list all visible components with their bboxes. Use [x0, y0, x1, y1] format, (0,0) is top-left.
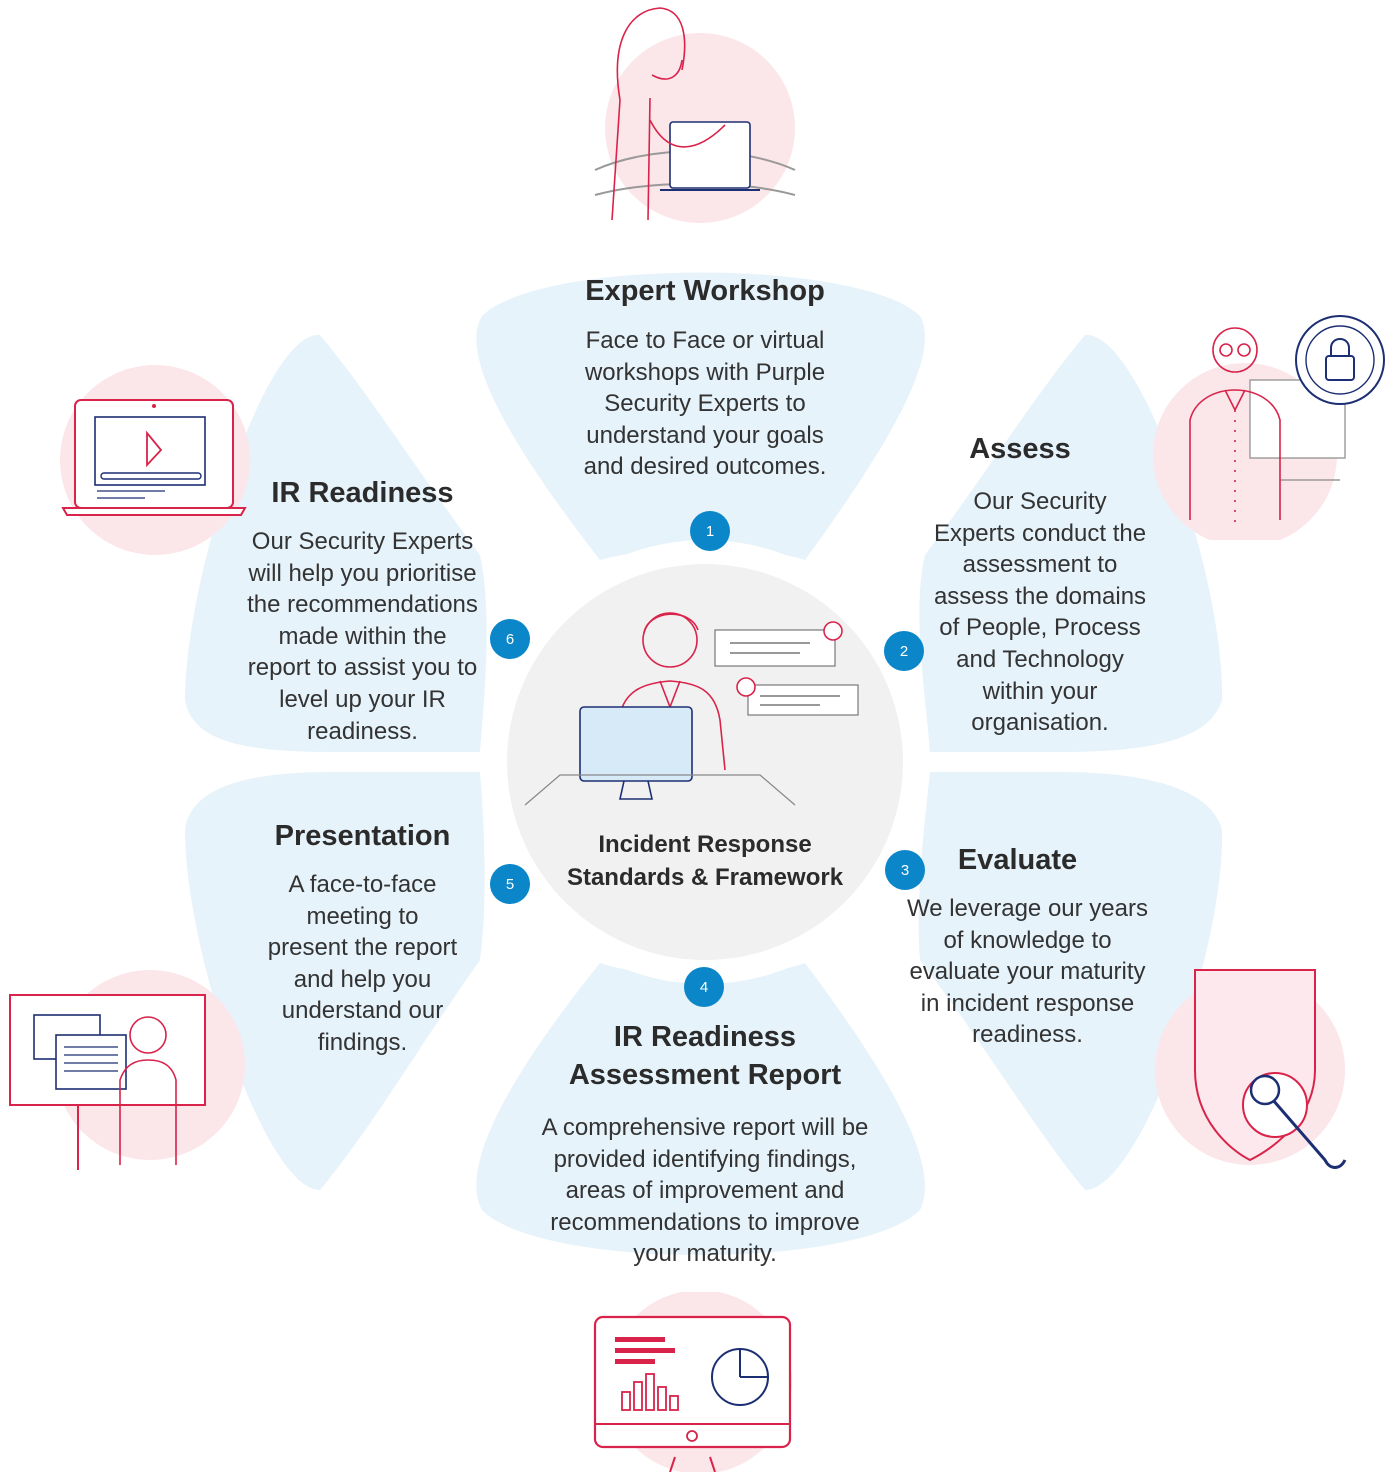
- step-5-title: Presentation: [274, 820, 451, 852]
- step-6-body-line: level up your IR: [279, 685, 446, 713]
- step-6-body-line: the recommendations: [247, 591, 478, 619]
- step-3-text: Evaluate We leverage our years of knowle…: [885, 841, 1170, 1051]
- step-5-body-line: A face-to-face: [288, 871, 437, 898]
- monitor-dashboard-icon: [593, 1292, 792, 1472]
- step-4-title: IR Readiness Assessment Report: [505, 1018, 905, 1094]
- step-2-body-line: and Technology: [956, 645, 1124, 673]
- petal-4-shape: [476, 963, 925, 1255]
- petal-2-shape: [919, 334, 1223, 752]
- step-1-badge: 1: [690, 511, 730, 551]
- step-1-text: Expert Workshop Face to Face or virtual …: [545, 272, 865, 483]
- step-1-body-line: understand your goals: [586, 421, 824, 449]
- laptop-video-icon: [60, 365, 250, 555]
- step-2-body-line: Our Security: [973, 488, 1107, 515]
- step-4-body-line: your maturity.: [633, 1240, 777, 1268]
- step-3-body-line: in incident response: [920, 989, 1135, 1017]
- man-with-padlock-icon: [1153, 315, 1385, 540]
- step-4-body-line: A comprehensive report will be: [541, 1114, 869, 1141]
- step-3-body-line: of knowledge to: [943, 926, 1112, 954]
- step-2-text: Assess Our Security Experts conduct the …: [905, 430, 1175, 739]
- step-1-title: Expert Workshop: [585, 275, 825, 307]
- petal-6-shape: [185, 334, 487, 752]
- step-6-body-line: readiness.: [307, 717, 418, 745]
- step-4-title-line: IR Readiness: [613, 1021, 797, 1053]
- step-2-body-line: assessment to: [962, 551, 1118, 579]
- step-4-body-line: provided identifying findings,: [553, 1145, 857, 1173]
- step-1-body-line: Face to Face or virtual: [585, 327, 825, 354]
- step-6-body: Our Security Experts will help you prior…: [220, 526, 505, 747]
- step-5-body-line: meeting to: [306, 902, 419, 930]
- step-3-body: We leverage our years of knowledge to ev…: [885, 893, 1170, 1051]
- shield-gear-wrench-icon: [1155, 969, 1347, 1169]
- step-4-body-line: areas of improvement and: [565, 1177, 845, 1205]
- step-4-text: IR Readiness Assessment Report A compreh…: [505, 1018, 905, 1270]
- step-2-title: Assess: [969, 433, 1071, 465]
- step-5-body-line: understand our: [281, 997, 444, 1025]
- petal-5-shape: [185, 772, 485, 1190]
- petal-3-shape: [918, 772, 1223, 1190]
- step-3-body-line: We leverage our years: [906, 895, 1148, 922]
- step-5-body-line: present the report: [267, 934, 458, 962]
- step-4-badge: 4: [684, 967, 724, 1007]
- step-4-body: A comprehensive report will be provided …: [505, 1112, 905, 1270]
- woman-with-laptop-icon: [594, 7, 796, 223]
- petal-1-shape: [476, 272, 925, 560]
- presenter-whiteboard-icon: [9, 970, 245, 1170]
- step-2-body-line: within your: [982, 677, 1098, 705]
- step-1-body-line: Security Experts to: [604, 390, 806, 418]
- step-2-badge: 2: [884, 631, 924, 671]
- step-4-body-line: recommendations to improve: [550, 1208, 860, 1236]
- step-2-body-line: assess the domains: [933, 582, 1147, 610]
- step-1-body-line: and desired outcomes.: [583, 453, 827, 481]
- step-5-body-line: findings.: [317, 1028, 408, 1056]
- step-6-body-line: will help you prioritise: [248, 559, 477, 587]
- step-6-body-line: made within the: [278, 622, 447, 650]
- step-6-text: IR Readiness Our Security Experts will h…: [220, 474, 505, 747]
- step-2-body-line: of People, Process: [939, 614, 1141, 642]
- step-6-badge: 6: [490, 619, 530, 659]
- step-1-body-line: workshops with Purple: [584, 358, 826, 386]
- step-3-body-line: evaluate your maturity: [909, 958, 1146, 986]
- step-3-title: Evaluate: [957, 844, 1078, 876]
- step-5-badge: 5: [490, 864, 530, 904]
- step-6-title: IR Readiness: [271, 477, 454, 509]
- office-worker-icon: [524, 612, 859, 806]
- step-1-body: Face to Face or virtual workshops with P…: [545, 325, 865, 483]
- step-2-body-line: Experts conduct the: [933, 519, 1147, 547]
- step-4-title-line: Assessment Report: [568, 1059, 842, 1091]
- step-5-text: Presentation A face-to-face meeting to p…: [230, 817, 495, 1059]
- step-3-body-line: readiness.: [972, 1021, 1083, 1049]
- step-5-body: A face-to-face meeting to present the re…: [230, 869, 495, 1059]
- step-2-body-line: organisation.: [971, 709, 1109, 737]
- center-title: Incident Response Standards & Framework: [566, 831, 844, 891]
- step-5-body-line: and help you: [293, 965, 432, 993]
- step-6-body-line: Our Security Experts: [251, 528, 474, 555]
- step-6-body-line: report to assist you to: [247, 654, 478, 682]
- step-3-badge: 3: [885, 850, 925, 890]
- step-2-body: Our Security Experts conduct the assessm…: [905, 486, 1175, 739]
